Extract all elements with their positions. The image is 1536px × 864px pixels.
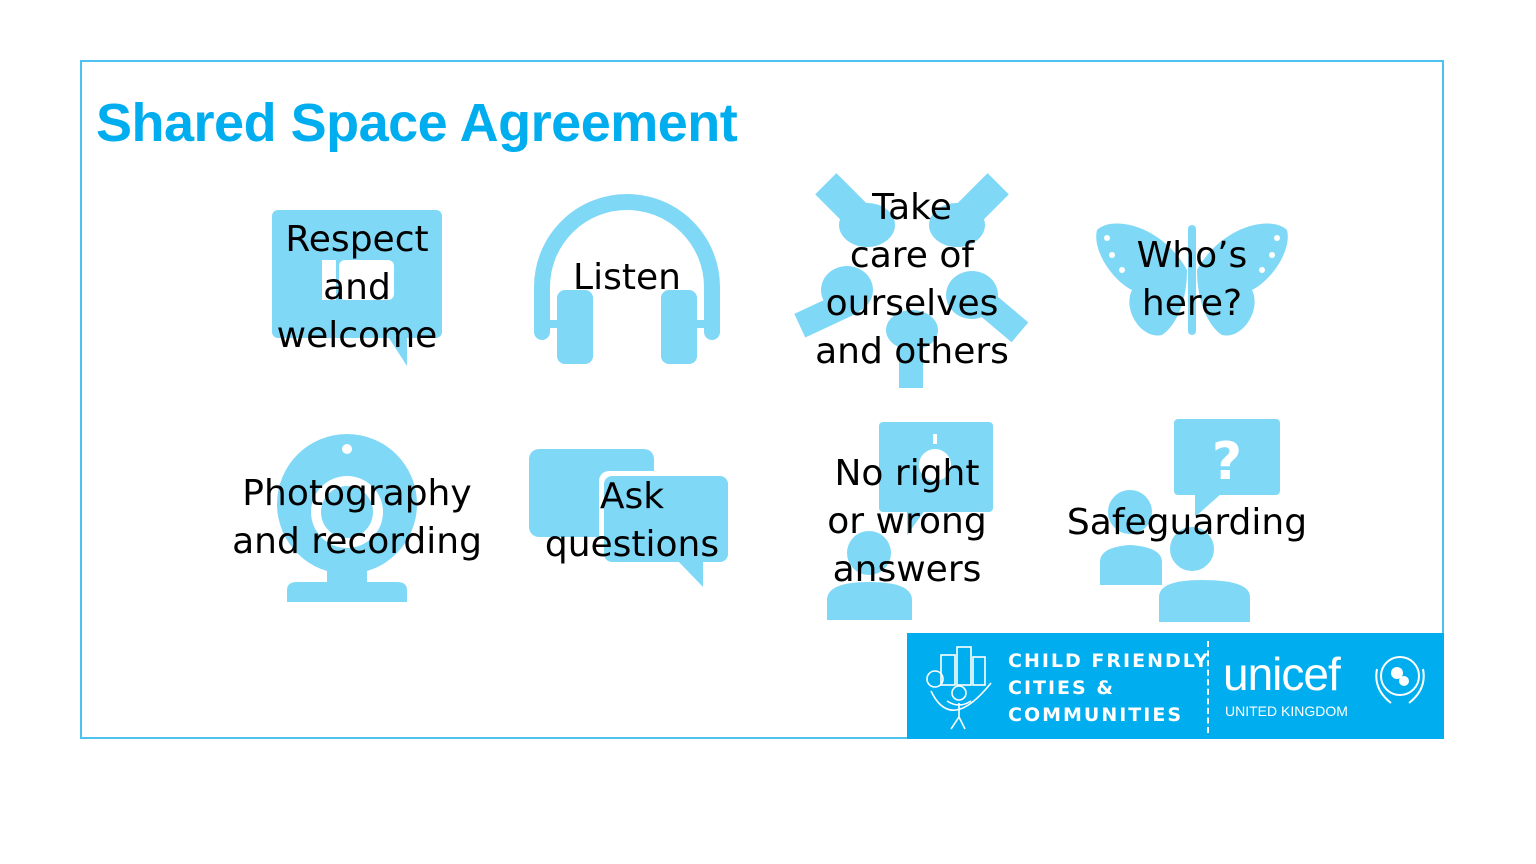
logo-divider: [1207, 641, 1209, 733]
unicef-country: UNITED KINGDOM: [1225, 703, 1348, 719]
item-safeguarding: ? Safeguarding: [1062, 417, 1312, 622]
slide-frame: Shared Space Agreement Respect and welco…: [80, 60, 1444, 739]
chat-bubbles-icon: [529, 449, 733, 587]
cfc-text: CHILD FRIENDLY CITIES & COMMUNITIES: [1008, 650, 1210, 726]
item-no-right-wrong: No right or wrong answers: [807, 420, 1007, 620]
page-title: Shared Space Agreement: [96, 93, 738, 153]
item-label: Respect and welcome: [276, 219, 438, 356]
svg-text:?: ?: [1212, 432, 1242, 492]
butterfly-icon: [1096, 223, 1288, 336]
hands-circle-icon: [794, 173, 1029, 388]
webcam-icon: [277, 434, 417, 602]
person-idea-bubble-icon: [827, 422, 993, 620]
item-label: Take care of ourselves and others: [815, 187, 1009, 372]
item-take-care: Take care of ourselves and others: [792, 170, 1032, 390]
child-friendly-cities-logo-icon: [926, 646, 992, 730]
item-label: Listen: [573, 257, 681, 298]
item-label: Photography and recording: [232, 473, 482, 562]
people-question-bubble-icon: ?: [1100, 419, 1280, 622]
headphones-icon: [534, 194, 720, 364]
item-respect-welcome: Respect and welcome: [267, 210, 447, 370]
unicef-emblem-icon: [1375, 656, 1425, 704]
unicef-wordmark: unicef: [1223, 648, 1341, 700]
item-label: Ask questions: [544, 476, 720, 565]
item-listen: Listen: [527, 192, 727, 367]
item-whos-here: Who’s here?: [1092, 210, 1292, 350]
speech-bubble-thumbs-up-icon: [272, 210, 442, 366]
item-label: Safeguarding: [1066, 502, 1308, 543]
item-ask-questions: Ask questions: [527, 447, 737, 592]
partner-logo-bar: CHILD FRIENDLY CITIES & COMMUNITIES unic…: [907, 633, 1444, 739]
item-label: No right or wrong answers: [827, 453, 987, 590]
item-photography: Photography and recording: [222, 432, 492, 607]
item-label: Who’s here?: [1136, 235, 1248, 324]
